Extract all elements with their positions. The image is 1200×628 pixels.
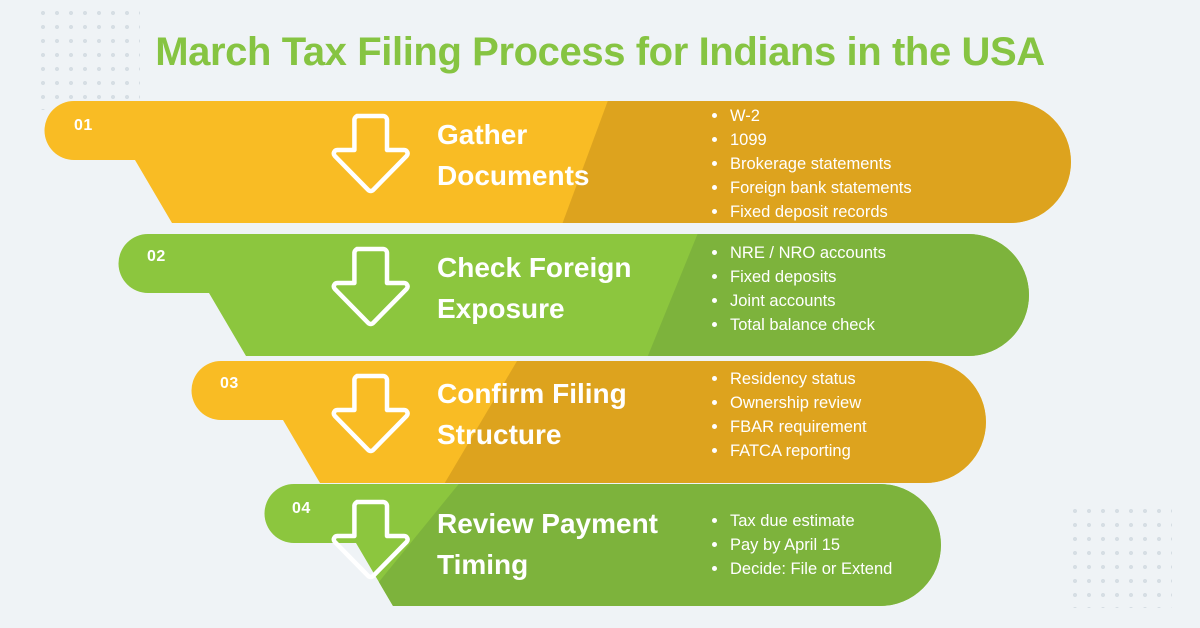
- step-bullets-02: NRE / NRO accounts Fixed deposits Joint …: [710, 241, 886, 337]
- step-number-04: 04: [292, 500, 311, 517]
- step-number-02: 02: [147, 248, 166, 265]
- step-number-01: 01: [74, 117, 93, 134]
- list-item: W-2: [710, 104, 912, 128]
- step-number-03: 03: [220, 375, 239, 392]
- list-item: Joint accounts: [710, 289, 886, 313]
- list-item: Tax due estimate: [710, 509, 892, 533]
- list-item: Pay by April 15: [710, 533, 892, 557]
- step-title-03: Confirm Filing Structure: [437, 378, 627, 451]
- step-band-1: [44, 101, 1071, 223]
- list-item: Fixed deposit records: [710, 200, 912, 224]
- list-item: FBAR requirement: [710, 415, 867, 439]
- list-item: 1099: [710, 128, 912, 152]
- list-item: Decide: File or Extend: [710, 557, 892, 581]
- down-arrow-icon: [331, 499, 410, 580]
- list-item: FATCA reporting: [710, 439, 867, 463]
- step-band-3: [191, 361, 986, 483]
- list-item: Ownership review: [710, 391, 867, 415]
- step-band-4: [264, 484, 941, 606]
- step-title-04: Review Payment Timing: [437, 508, 658, 581]
- step-bullets-03: Residency status Ownership review FBAR r…: [710, 367, 867, 463]
- list-item: Brokerage statements: [710, 152, 912, 176]
- list-item: Foreign bank statements: [710, 176, 912, 200]
- step-title-01: Gather Documents: [437, 119, 590, 192]
- list-item: NRE / NRO accounts: [710, 241, 886, 265]
- down-arrow-icon: [331, 373, 410, 454]
- list-item: Residency status: [710, 367, 867, 391]
- list-item: Total balance check: [710, 313, 886, 337]
- step-title-02: Check Foreign Exposure: [437, 252, 632, 325]
- step-bullets-01: W-2 1099 Brokerage statements Foreign ba…: [710, 104, 912, 224]
- step-bullets-04: Tax due estimate Pay by April 15 Decide:…: [710, 509, 892, 581]
- step-band-2: [118, 234, 1029, 356]
- page-title: March Tax Filing Process for Indians in …: [155, 30, 1045, 74]
- down-arrow-icon: [331, 246, 410, 327]
- down-arrow-icon: [331, 113, 410, 194]
- list-item: Fixed deposits: [710, 265, 886, 289]
